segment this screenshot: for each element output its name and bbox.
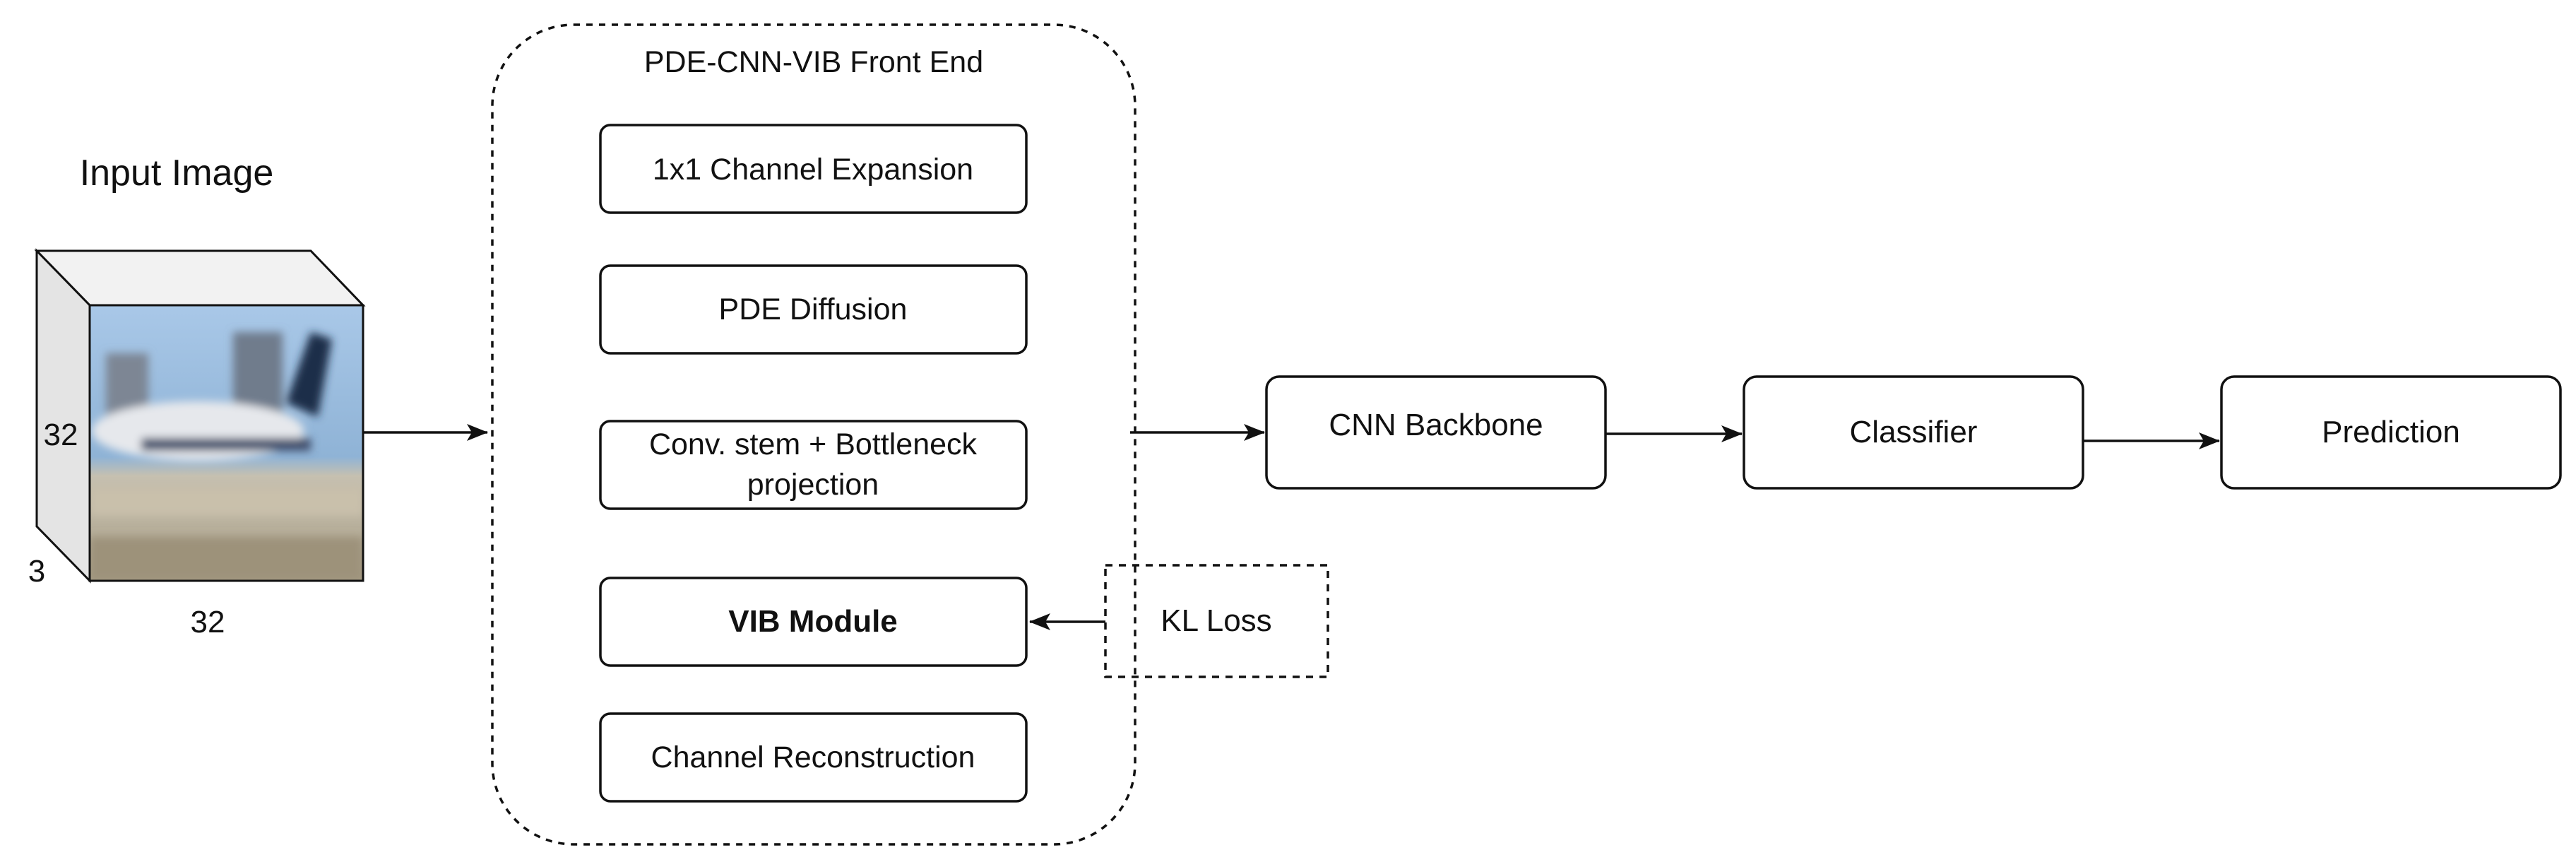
front-end-container [491,23,1136,846]
module-label-line-1: Conv. stem + Bottleneck [649,427,978,461]
module-label: 1x1 Channel Expansion [653,153,973,187]
module-vib: VIB Module [599,577,1028,667]
prediction-label: Prediction [2322,415,2460,449]
module-label: VIB Module [728,604,898,639]
kl-loss-box [1104,564,1329,678]
kl-loss-label: KL Loss [1161,603,1271,638]
input-image-cube [34,248,366,584]
cnn-backbone-label: CNN Backbone [1329,408,1543,442]
classifier-label: Classifier [1850,415,1978,449]
module-channel-reconstruction: Channel Reconstruction [599,712,1028,803]
module-channel-expansion: 1x1 Channel Expansion [599,124,1028,214]
airplane-image [90,305,363,581]
input-depth-label: 3 [28,554,45,589]
input-width-label: 32 [191,605,225,639]
module-label: PDE Diffusion [719,293,908,326]
prediction-node: Prediction [2220,375,2562,490]
module-conv-stem-bottleneck: Conv. stem + Bottleneck projection [599,420,1028,510]
cube-top-face [34,249,366,307]
cube-side-face [35,248,91,584]
input-image-title: Input Image [80,153,274,194]
classifier-node: Classifier [1743,375,2084,490]
front-end-title: PDE-CNN-VIB Front End [644,45,983,79]
module-label-line-2: projection [747,468,879,502]
input-height-label: 32 [44,418,78,452]
module-label: Channel Reconstruction [651,740,975,774]
cnn-backbone-node: CNN Backbone [1265,375,1607,490]
module-pde-diffusion: PDE Diffusion [599,264,1028,355]
